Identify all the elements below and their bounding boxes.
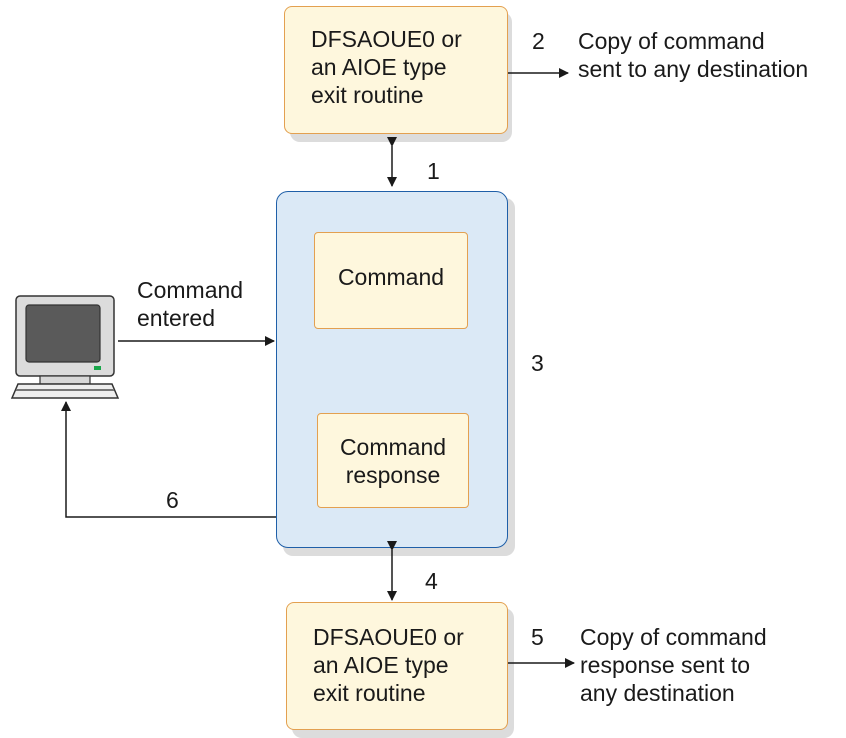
top-exit-line-3: exit routine [311,82,424,108]
bottom-annotation-line-2: response sent to [580,652,751,678]
top-annotation: Copy of command sent to any destination [578,27,808,83]
step-5-number: 5 [531,624,544,650]
command-entered-line-2: entered [137,305,216,331]
top-annotation-line-2: sent to any destination [578,56,809,82]
bottom-exit-routine-box: DFSAOUE0 or an AIOE type exit routine [286,602,508,730]
top-annotation-line-1: Copy of command [578,28,765,54]
command-label: Command [337,263,445,290]
arrow-6 [61,401,276,518]
command-entered-line-1: Command [137,277,244,303]
bottom-exit-line-1: DFSAOUE0 or [313,624,464,650]
bottom-annotation-line-1: Copy of command [580,624,767,650]
top-exit-line-1: DFSAOUE0 or [311,26,462,52]
step-2-number: 2 [532,28,545,54]
command-response-box: Command response [317,413,469,508]
bottom-annotation: Copy of command response sent to any des… [580,623,767,707]
command-response-line-2: response [345,461,441,488]
command-response-line-1: Command [339,433,447,460]
step-4-number: 4 [425,568,438,594]
bottom-exit-line-2: an AIOE type [313,652,449,678]
top-exit-line-2: an AIOE type [311,54,447,80]
command-entered-label: Command entered [137,276,243,332]
computer-terminal-icon [10,295,120,399]
step-6-number: 6 [166,487,179,513]
command-box: Command [314,232,468,329]
step-3-number: 3 [531,350,544,376]
bottom-exit-line-3: exit routine [313,680,426,706]
top-exit-routine-box: DFSAOUE0 or an AIOE type exit routine [284,6,508,134]
step-1-number: 1 [427,158,440,184]
bottom-annotation-line-3: any destination [580,680,735,706]
ims-main-box: Command Command response [276,191,508,548]
